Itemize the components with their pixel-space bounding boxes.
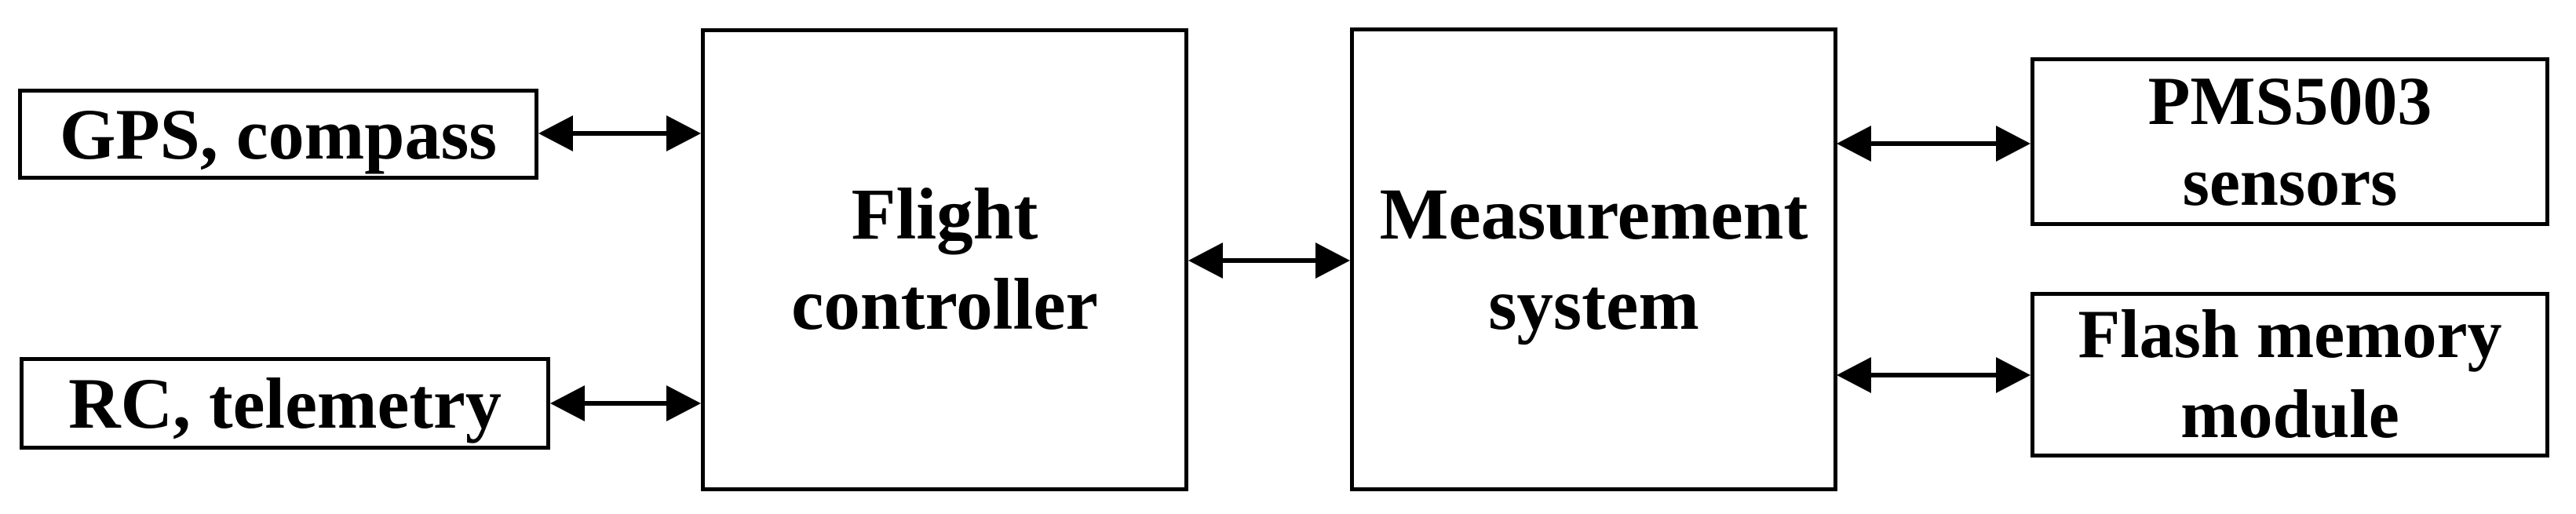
node-label: GPS, compass <box>59 94 498 174</box>
arrow-measurement-pms <box>1837 126 2031 162</box>
arrowhead-right-icon <box>666 385 701 421</box>
node-label-line1: Flight <box>851 174 1038 255</box>
arrowhead-left-icon <box>1837 126 1871 162</box>
node-label-line2: sensors <box>2182 144 2398 221</box>
node-rc-telemetry: RC, telemetry <box>20 357 550 450</box>
node-gps-compass: GPS, compass <box>18 89 538 180</box>
node-label-line2: system <box>1488 264 1699 345</box>
arrowhead-left-icon <box>538 115 573 151</box>
arrowhead-left-icon <box>1188 242 1223 279</box>
arrow-gps-flight <box>538 115 701 151</box>
node-label-line2: module <box>2180 376 2399 453</box>
arrowhead-right-icon <box>1996 126 2031 162</box>
arrowhead-left-icon <box>1837 357 1871 393</box>
arrowhead-right-icon <box>666 115 701 151</box>
arrowhead-right-icon <box>1315 242 1350 279</box>
node-flight-controller: Flight controller <box>701 28 1188 491</box>
node-measurement-system: Measurement system <box>1350 27 1837 491</box>
node-label-line1: PMS5003 <box>2147 63 2432 140</box>
node-pms5003-sensors: PMS5003 sensors <box>2031 57 2549 226</box>
arrow-rc-flight <box>550 385 701 421</box>
arrowhead-right-icon <box>1996 357 2031 393</box>
arrow-measurement-flash <box>1837 357 2031 393</box>
node-label-line1: Measurement <box>1379 173 1808 255</box>
node-label: RC, telemetry <box>68 363 502 443</box>
arrowhead-left-icon <box>550 385 585 421</box>
arrow-flight-measurement <box>1188 242 1350 279</box>
node-label-line2: controller <box>791 264 1098 345</box>
node-label-line1: Flash memory <box>2078 296 2502 373</box>
node-flash-memory-module: Flash memory module <box>2031 292 2549 457</box>
